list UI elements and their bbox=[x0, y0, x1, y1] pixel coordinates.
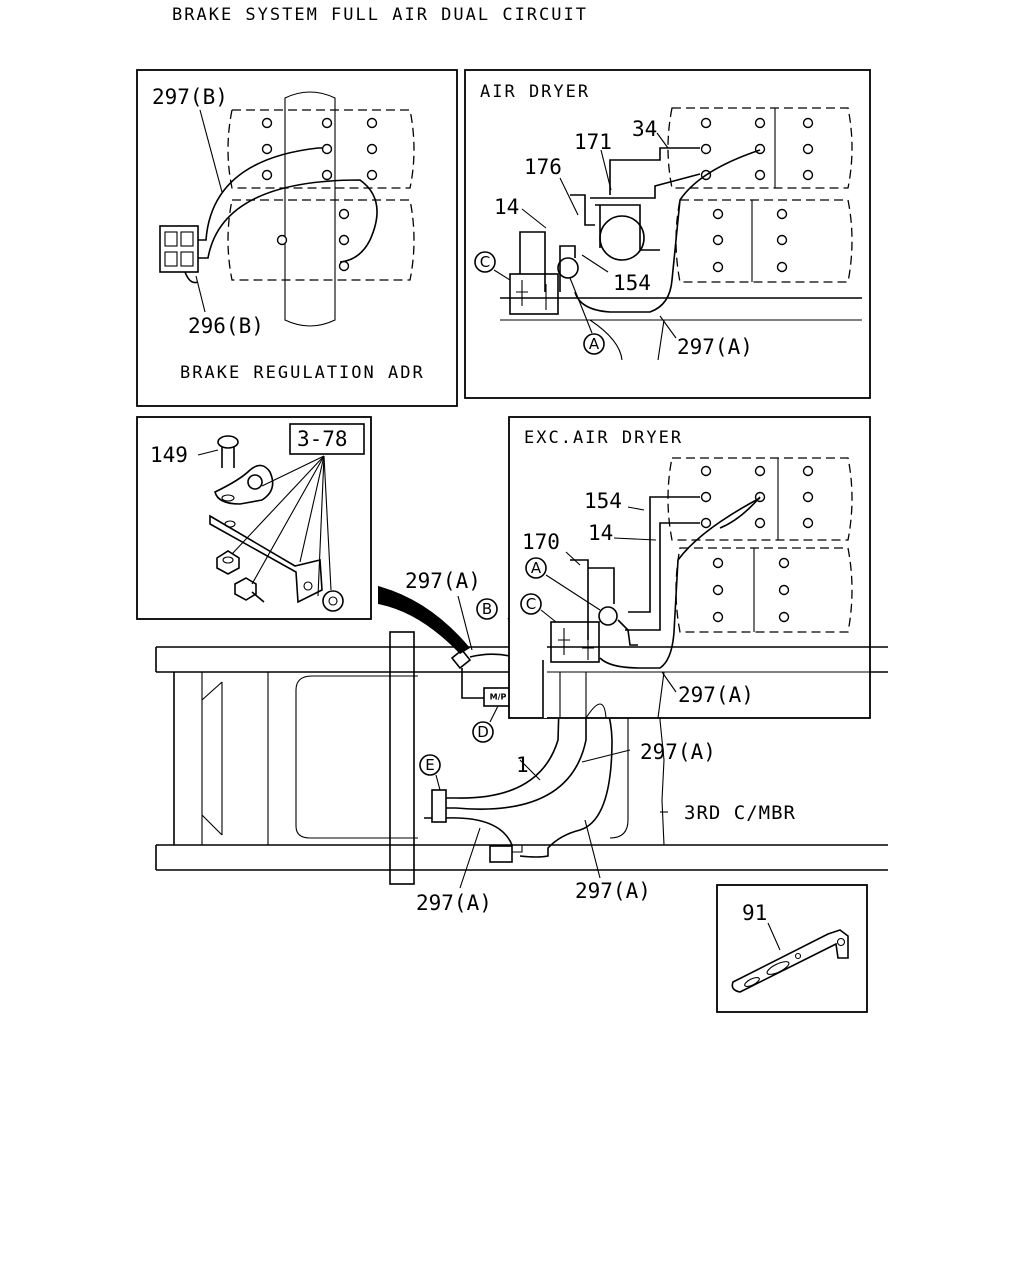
label-3-78: 3-78 bbox=[297, 427, 348, 451]
callout-c-exc: C bbox=[526, 595, 536, 613]
label-14: 14 bbox=[494, 195, 519, 219]
mp-label: M/P bbox=[490, 693, 507, 702]
label-154-exc: 154 bbox=[584, 489, 622, 513]
callout-a-exc: A bbox=[531, 559, 542, 577]
label-297a-bottom-left: 297(A) bbox=[416, 891, 492, 915]
label-crossmember: 3RD C/MBR bbox=[684, 802, 796, 824]
label-297a-bottom-right: 297(A) bbox=[575, 879, 651, 903]
callout-e: E bbox=[425, 756, 434, 774]
label-297b: 297(B) bbox=[152, 85, 228, 109]
label-170: 170 bbox=[522, 530, 560, 554]
label-154: 154 bbox=[613, 271, 651, 295]
label-296b: 296(B) bbox=[188, 314, 264, 338]
air-dryer-panel: AIR DRYER bbox=[464, 69, 871, 399]
callout-a: A bbox=[589, 335, 600, 353]
label-149: 149 bbox=[150, 443, 188, 467]
bracket-panel: 91 bbox=[716, 884, 868, 1013]
label-14-exc: 14 bbox=[588, 521, 613, 545]
label-91: 91 bbox=[742, 901, 767, 925]
label-171: 171 bbox=[574, 130, 612, 154]
callout-d: D bbox=[477, 723, 489, 741]
exc-air-dryer-panel: EXC.AIR DRYER 15 bbox=[508, 416, 871, 720]
label-34: 34 bbox=[632, 117, 657, 141]
main-frame-view: M/P 297(A) 297(A) 297(A) 297(A) 1 3RD C/… bbox=[155, 569, 888, 915]
air-dryer-caption: AIR DRYER bbox=[480, 82, 590, 102]
exc-air-dryer-caption: EXC.AIR DRYER bbox=[524, 428, 683, 448]
callout-b: B bbox=[482, 600, 492, 618]
label-176: 176 bbox=[524, 155, 562, 179]
clamp-panel: 3-78 149 bbox=[136, 416, 372, 620]
callout-c: C bbox=[480, 253, 490, 271]
adr-panel: 297(B) 296(B) BRAKE REGULATION ADR bbox=[136, 69, 458, 407]
adr-caption: BRAKE REGULATION ADR bbox=[180, 363, 425, 383]
diagram-title: BRAKE SYSTEM FULL AIR DUAL CIRCUIT bbox=[172, 5, 588, 25]
detail-pointer-arrow bbox=[378, 586, 470, 654]
label-297a-top: 297(A) bbox=[405, 569, 481, 593]
label-297a: 297(A) bbox=[677, 335, 753, 359]
label-pipe-1: 1 bbox=[516, 753, 529, 777]
label-297a-mid: 297(A) bbox=[640, 740, 716, 764]
label-297a-exc: 297(A) bbox=[678, 683, 754, 707]
